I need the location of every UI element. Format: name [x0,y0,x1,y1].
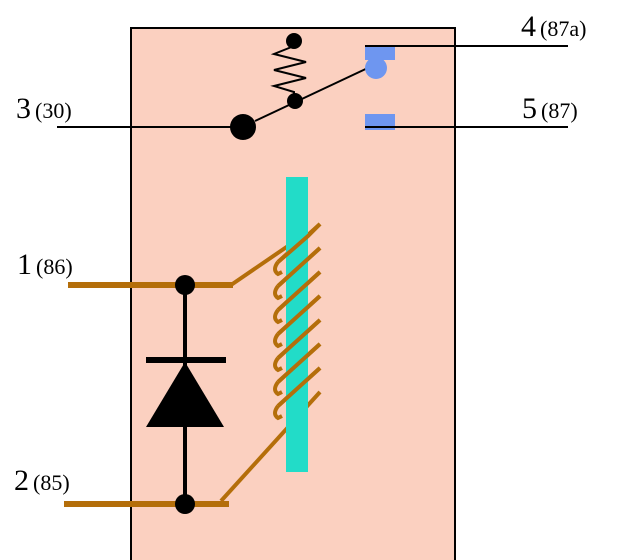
pin5-number: 5 [522,92,537,125]
coil-winding-loops [273,260,283,421]
pin2-alt: (85) [33,470,70,495]
contact-87a-tip [365,57,387,79]
pin3-label: 3 (30) [16,92,72,125]
pin1-label: 1 (86) [17,248,73,281]
diode-junction-top [175,275,195,295]
coil-windings-front [276,222,322,408]
diode-junction-bottom [175,494,195,514]
pin1-number: 1 [17,248,32,281]
contact-87a-pad [365,46,395,60]
pin2-label: 2 (85) [14,464,70,497]
switch-arm [254,65,373,122]
pin4-number: 4 [521,10,536,43]
pin3-number: 3 [16,92,31,125]
pin3-alt: (30) [35,98,72,123]
pin1-alt: (86) [36,254,73,279]
pin3-common-terminal [230,114,256,140]
pin5-alt: (87) [541,98,578,123]
pin4-alt: (87a) [540,16,586,41]
return-spring [270,41,307,101]
pin4-label: 4 (87a) [521,10,586,43]
pin5-label: 5 (87) [522,92,578,125]
coil-top-lead [229,244,290,287]
pin2-number: 2 [14,464,29,497]
diode-triangle [146,362,224,427]
